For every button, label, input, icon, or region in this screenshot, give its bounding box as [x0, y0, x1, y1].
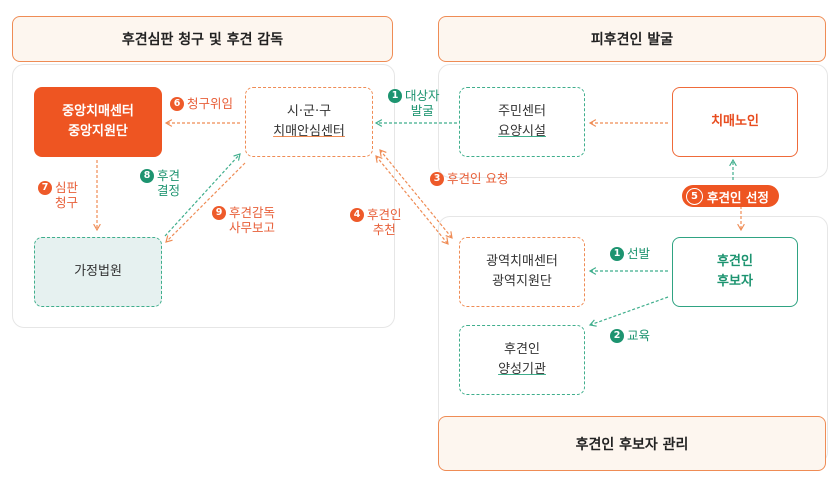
node-family-court: 가정법원 [34, 237, 162, 307]
node-dementia-elder: 치매노인 [672, 87, 798, 157]
node-training-institution: 후견인 양성기관 [459, 325, 585, 395]
label-step8-decision: 8 후견 결정 [140, 168, 180, 198]
label-step1-selection: 1 선발 [610, 246, 650, 261]
arrow-education [588, 296, 669, 327]
arrow-supervision-report [165, 162, 246, 243]
label-step9-supervision: 9 후견감독 사무보고 [212, 205, 275, 235]
label-step2-education: 2 교육 [610, 328, 650, 343]
node-sigungu-center: 시·군·구 치매안심센터 [245, 87, 373, 157]
header-guardianship-petition: 후견심판 청구 및 후견 감독 [12, 16, 393, 62]
arrow-decision [164, 153, 241, 237]
node-regional-center: 광역치매센터 광역지원단 [459, 237, 585, 307]
label-step6-claim-delegation: 6 청구위임 [170, 96, 233, 111]
header-candidate-management: 후견인 후보자 관리 [438, 416, 826, 471]
pill-step5-guardian-selection: 5 후견인 선정 [682, 185, 779, 207]
header-ward-discovery: 피후견인 발굴 [438, 16, 826, 62]
label-step7-petition: 7 심판 청구 [38, 180, 78, 210]
label-step4-guardian-recommend: 4 후견인 추천 [350, 207, 402, 237]
node-central-dementia-center: 중앙치매센터 중앙지원단 [34, 87, 162, 157]
arrow-request-recommend-b [375, 155, 449, 245]
label-step1-target-discovery: 1 대상자 발굴 [388, 88, 440, 118]
node-guardian-candidate: 후견인 후보자 [672, 237, 798, 307]
label-step3-guardian-request: 3 후견인 요청 [430, 171, 508, 186]
node-community-center: 주민센터 요양시설 [459, 87, 585, 157]
